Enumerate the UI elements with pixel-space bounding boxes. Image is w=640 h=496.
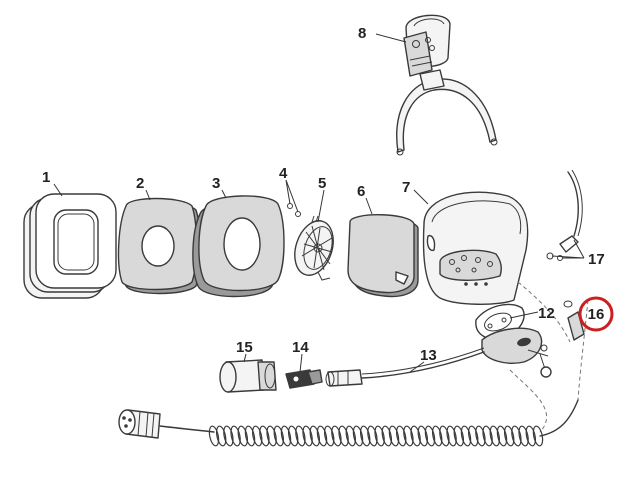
cord-coil xyxy=(496,425,508,447)
part-15-plug-cap xyxy=(219,359,277,393)
cord-coil xyxy=(345,425,357,447)
cord-coil xyxy=(403,425,414,447)
cord-coil xyxy=(511,425,522,447)
cord-coil xyxy=(208,425,220,447)
part-5-speaker xyxy=(294,215,334,281)
callout-12: 12 xyxy=(538,305,555,322)
cord-coil xyxy=(475,425,486,447)
cord-coil xyxy=(338,425,349,447)
cord-coil xyxy=(273,425,285,447)
cord-coil xyxy=(532,425,544,447)
cord-coil xyxy=(388,425,400,447)
cord-coil xyxy=(244,425,256,447)
part-2-foam-insert xyxy=(117,197,202,295)
cord-coil xyxy=(467,425,479,447)
cord-coil xyxy=(359,425,371,447)
callout-16: 16 xyxy=(588,306,605,323)
cord-coil xyxy=(309,425,321,447)
part-7-ear-cup xyxy=(422,191,529,305)
cord-coil xyxy=(251,425,263,447)
callout-15: 15 xyxy=(236,339,253,356)
part-13-mic-boom xyxy=(325,327,552,387)
cord-coil xyxy=(482,425,493,447)
cord-coil xyxy=(424,425,436,447)
callout-7: 7 xyxy=(402,179,410,196)
cord-coil xyxy=(259,425,270,447)
cord-coil xyxy=(230,425,241,447)
part-14-clip xyxy=(285,369,323,389)
cord-coil xyxy=(215,425,227,447)
cord-coil xyxy=(237,425,249,447)
cord-coil xyxy=(295,425,306,447)
coiled-cord xyxy=(118,281,589,447)
cord-coil xyxy=(417,425,429,447)
cord-coil xyxy=(287,425,299,447)
cord-coil xyxy=(266,425,277,447)
callout-14: 14 xyxy=(292,339,309,356)
callout-1: 1 xyxy=(42,169,50,186)
cord-coil xyxy=(446,425,457,447)
part-1-ear-seal xyxy=(23,193,117,299)
cord-coil xyxy=(518,425,529,447)
cord-coil xyxy=(431,425,443,447)
part-3-foam-ring xyxy=(192,195,285,298)
callout-2: 2 xyxy=(136,175,144,192)
cord-coil xyxy=(410,425,421,447)
cord-coil xyxy=(489,425,501,447)
cord-coil xyxy=(525,425,537,447)
cord-coil xyxy=(316,425,328,447)
part-17-boom-arm xyxy=(546,169,583,261)
leader-lines xyxy=(53,33,585,373)
cord-coil xyxy=(323,425,335,447)
part-4-screw xyxy=(287,203,301,217)
cord-coil xyxy=(331,425,342,447)
part-6-foam-pad xyxy=(347,214,419,298)
cord-coil xyxy=(352,425,364,447)
callout-4: 4 xyxy=(279,165,288,182)
callout-6: 6 xyxy=(357,183,365,200)
callout-5: 5 xyxy=(318,175,326,192)
part-16-fitting xyxy=(563,300,585,341)
cord-coil xyxy=(280,425,292,447)
cord-coil xyxy=(503,425,515,447)
cord-coil xyxy=(453,425,465,447)
callout-8: 8 xyxy=(358,25,366,42)
highlight-ring xyxy=(578,296,614,332)
part-8-headband xyxy=(396,14,498,156)
callout-17: 17 xyxy=(588,251,605,268)
cord-coil xyxy=(381,425,393,447)
cord-coil xyxy=(223,425,234,447)
cord-coil xyxy=(302,425,313,447)
callout-3: 3 xyxy=(212,175,220,192)
cord-coil xyxy=(374,425,385,447)
callout-13: 13 xyxy=(420,347,437,364)
cord-coil xyxy=(439,425,450,447)
cord-coil xyxy=(460,425,472,447)
callout-labels: 1 2 3 4 5 6 7 8 12 13 14 15 17 16 xyxy=(42,25,614,364)
cord-coil xyxy=(395,425,407,447)
cord-coil xyxy=(367,425,378,447)
